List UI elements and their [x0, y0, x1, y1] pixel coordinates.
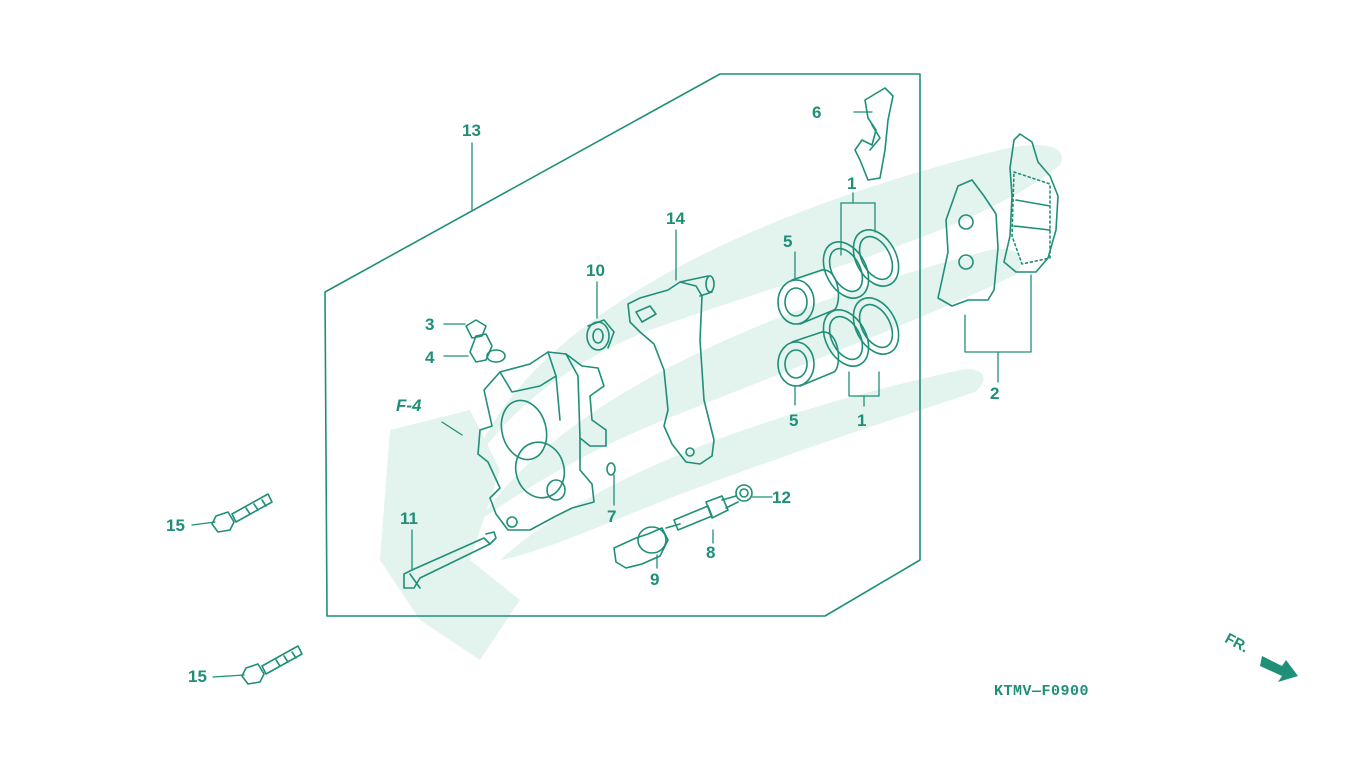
slide-pin	[403, 531, 497, 589]
callout-2: 2	[990, 384, 1000, 403]
mounting-bolt-upper	[211, 493, 273, 533]
callout-6: 6	[812, 103, 822, 122]
callout-4: 4	[425, 348, 435, 367]
callout-5-lower: 5	[789, 411, 799, 430]
callout-5-upper: 5	[783, 232, 793, 251]
caliper-body	[477, 351, 607, 531]
caliper-bracket	[627, 275, 715, 465]
o-ring	[606, 462, 616, 476]
callout-15-upper: 15	[166, 516, 185, 535]
callout-13: 13	[462, 121, 481, 140]
callout-3: 3	[425, 315, 435, 334]
retaining-ring	[735, 484, 753, 502]
mounting-bolt-lower	[241, 645, 303, 685]
diagram-code: KTMV—F0900	[994, 683, 1090, 700]
brake-pad-inner	[1003, 133, 1059, 273]
callout-8: 8	[706, 543, 716, 562]
front-direction-arrow	[1260, 656, 1298, 682]
reference-f4-label: F-4	[396, 396, 422, 415]
brake-pad-outer	[937, 179, 999, 307]
pistons	[777, 269, 840, 387]
pin-bolt	[673, 495, 739, 531]
callout-15-lower: 15	[188, 667, 207, 686]
callout-12: 12	[772, 488, 791, 507]
callout-11: 11	[400, 509, 418, 528]
callout-1-upper: 1	[847, 174, 857, 193]
assembly-frame	[324, 73, 921, 617]
bleed-screw	[465, 319, 506, 363]
callout-10: 10	[586, 261, 605, 280]
callout-7: 7	[607, 507, 617, 526]
caliper-pin	[613, 523, 681, 569]
callout-9: 9	[650, 570, 660, 589]
pad-spring	[854, 87, 894, 181]
callout-14: 14	[666, 209, 685, 228]
callout-1-lower: 1	[857, 411, 867, 430]
pin-boot	[586, 319, 615, 351]
